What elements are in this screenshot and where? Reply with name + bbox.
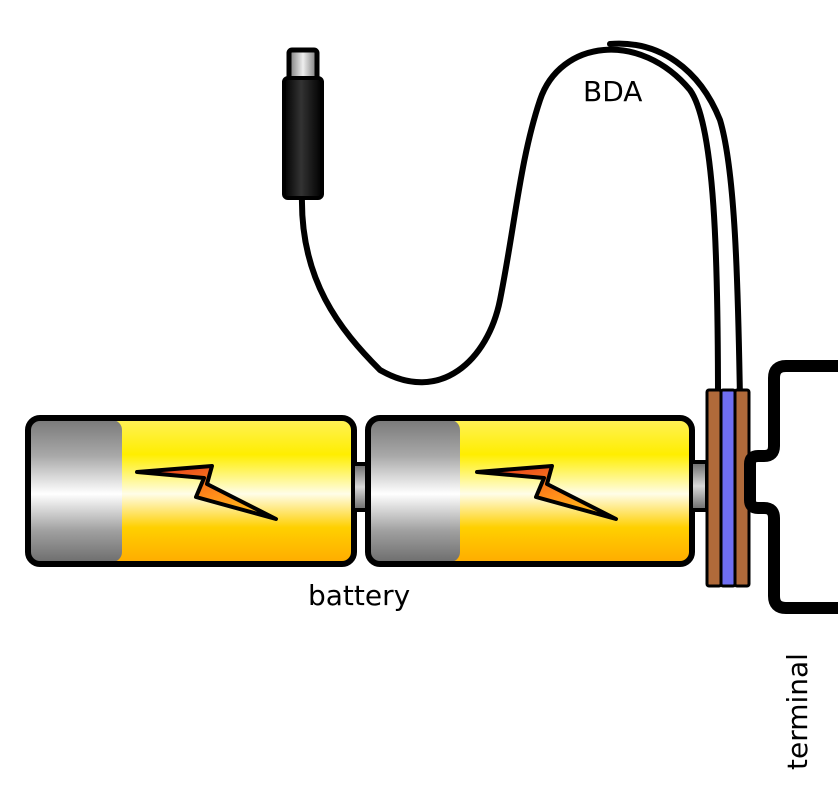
bda-label: BDA xyxy=(583,75,643,108)
battery-cell-left xyxy=(25,415,369,567)
wire-bundle xyxy=(298,40,743,403)
battery-cell-right xyxy=(365,415,709,567)
lightning-bolt-icon xyxy=(135,464,278,521)
bda-wire-main xyxy=(298,46,721,403)
battery-label: battery xyxy=(308,579,411,612)
lightning-bolt-icon xyxy=(475,464,618,521)
terminal-clip xyxy=(744,360,838,614)
bda-wire-second xyxy=(607,40,743,403)
terminal-label: terminal xyxy=(781,653,814,770)
plug-connector-icon xyxy=(282,47,324,200)
bda-coil xyxy=(705,388,751,588)
